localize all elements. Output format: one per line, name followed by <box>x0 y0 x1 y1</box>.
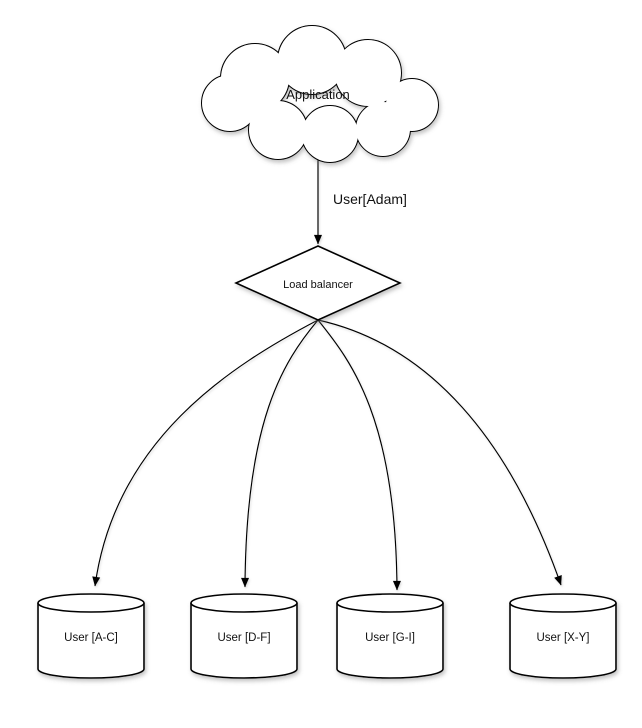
shard-gi-label: User [G-I] <box>365 632 415 644</box>
edges-group <box>92 159 562 591</box>
shard-ac-label: User [A-C] <box>64 632 118 644</box>
edge-loadbalancer-to-shard-gi <box>317 319 401 591</box>
application-cloud-shape <box>201 25 439 163</box>
shard-xy-cylinder-shape <box>509 593 617 679</box>
edge-label-user-adam: User[Adam] <box>333 191 407 207</box>
application-label: Application <box>286 87 350 102</box>
shard-df-label: User [D-F] <box>217 632 270 644</box>
loadbalancer-label: Load balancer <box>283 279 353 291</box>
shard-xy-label: User [X-Y] <box>536 632 589 644</box>
shard-ac-cylinder-shape <box>37 593 145 679</box>
shard-df-cylinder-shape <box>190 593 298 679</box>
edge-loadbalancer-to-shard-xy <box>317 319 562 586</box>
shard-gi-cylinder-shape <box>336 593 444 679</box>
cloud-fill-pass <box>202 26 438 162</box>
edge-loadbalancer-to-shard-df <box>241 319 319 588</box>
loadbalancer-diamond-shape <box>234 245 402 321</box>
edge-loadbalancer-to-shard-ac <box>92 319 319 587</box>
